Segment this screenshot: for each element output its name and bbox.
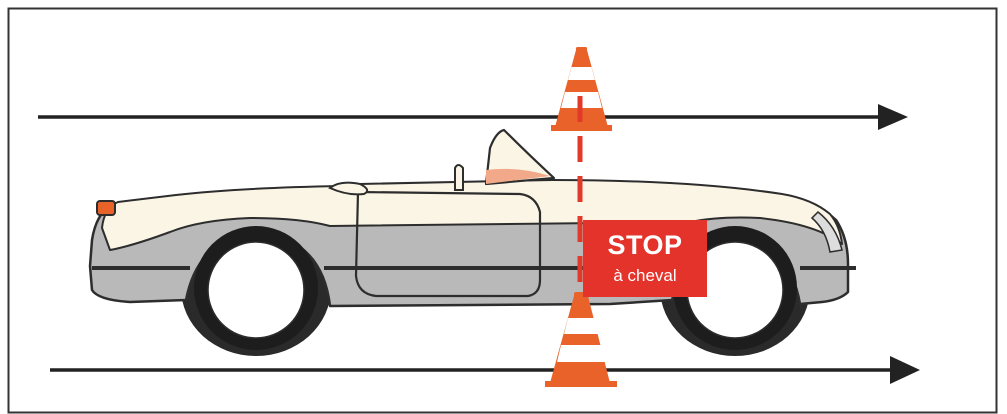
stop-sign-subtitle: à cheval [613,266,676,285]
top-lane-arrow-icon [38,104,908,130]
stop-sign: STOP à cheval [583,220,707,297]
stop-sign-title: STOP [607,230,682,260]
bottom-traffic-cone-icon [545,292,617,387]
bottom-lane-arrow-icon [50,356,920,384]
top-traffic-cone-icon [551,47,612,131]
car-icon [88,128,856,356]
